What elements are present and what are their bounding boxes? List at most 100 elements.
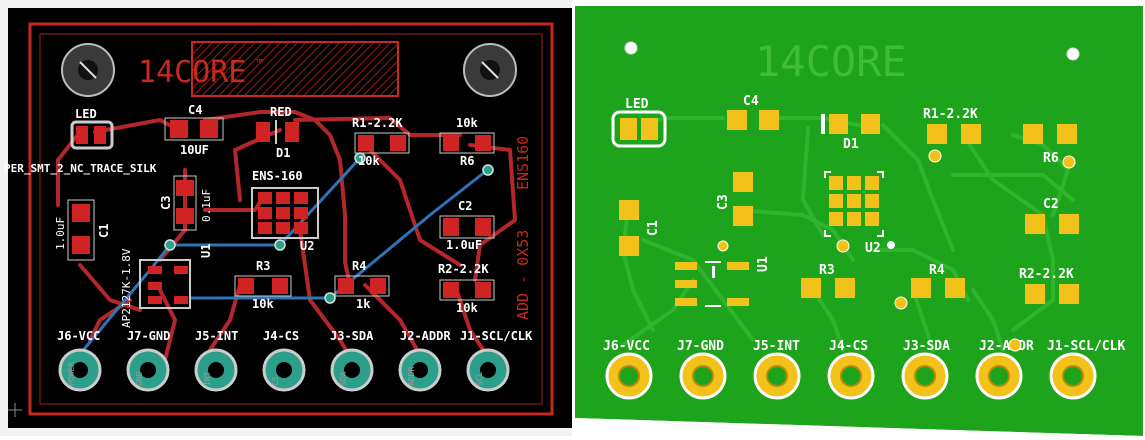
d1-pad [285, 122, 299, 142]
u2-label: U2 [865, 241, 881, 256]
led-label: LED [75, 107, 97, 121]
c3-label: C3 [716, 194, 731, 210]
c3-pad [176, 208, 194, 224]
r6-pad [443, 135, 459, 151]
u1-pad [174, 296, 188, 304]
connector-label-j2: J2-ADDR [979, 339, 1034, 354]
connector-pads [58, 348, 510, 392]
c4-value: 10UF [180, 143, 209, 157]
u2-label: U2 [300, 239, 314, 253]
u1-pad [148, 266, 162, 274]
mounting-hole-right [1066, 47, 1080, 61]
connector-label-j6: J6-VCC [603, 339, 650, 354]
d1-pad [861, 114, 880, 134]
ens-label: ENS-160 [252, 169, 303, 183]
connector-pad-j6 [58, 348, 102, 392]
r2-label: R2-2.2K [1019, 267, 1074, 282]
r4-pad [945, 278, 965, 298]
r1-pad [927, 124, 947, 144]
r6-pad [1023, 124, 1043, 144]
r6-value-top: 10k [456, 116, 478, 130]
r1-pad [390, 135, 406, 151]
mounting-hole-right [463, 43, 517, 97]
r1-pad [358, 135, 374, 151]
via-gold [1062, 155, 1076, 169]
r1-label: R1-2.2K [923, 107, 978, 122]
u1-label: U1 [199, 244, 213, 258]
logo-trademark: ™ [256, 57, 263, 71]
r2-pad [475, 282, 491, 298]
connector-label-j2: J2-ADDR [400, 329, 451, 343]
ens160-footprint [251, 187, 319, 239]
connector-pad-j7 [679, 352, 727, 400]
via-gold [928, 149, 942, 163]
r4-label: R4 [352, 259, 366, 273]
connector-pads [605, 352, 1097, 400]
r3-pad [272, 278, 288, 294]
connector-pad-j4 [827, 352, 875, 400]
mounting-hole-left [624, 41, 638, 55]
u1-footprint [139, 259, 191, 309]
pad-name-power: POWER [67, 362, 76, 386]
r4-value: 1k [356, 297, 371, 311]
connector-label-j4: J4-CS [263, 329, 299, 343]
pad-name-int: INT [203, 371, 212, 386]
d1-cathode-mark [821, 114, 825, 134]
jumper-label: PER_SMT_2_NC_TRACE_SILK [4, 162, 157, 175]
connector-label-j7: J7-GND [677, 339, 724, 354]
d1-pad [829, 114, 848, 134]
c4-label: C4 [743, 94, 759, 109]
hatched-keepout-region [191, 41, 399, 97]
connector-label-j7: J7-GND [127, 329, 170, 343]
ap-label: AP2127K-1.8V [120, 248, 133, 328]
c3-pad [733, 172, 753, 192]
origin-crosshair [8, 403, 22, 417]
c3-pad [733, 206, 753, 226]
c2-label: C2 [1043, 197, 1059, 212]
u2-ens160-footprint [824, 171, 884, 237]
c4-label: C4 [188, 103, 202, 117]
u1-label: U1 [756, 256, 771, 272]
led-pad [94, 126, 106, 144]
c2-pad [1025, 214, 1045, 234]
c1-value: 1.0uF [54, 217, 67, 250]
c2-pad [1059, 214, 1079, 234]
u1-footprint [675, 261, 749, 307]
u1-pad [174, 266, 188, 274]
connector-pad-j1 [1049, 352, 1097, 400]
c1-label: C1 [97, 224, 111, 238]
u1-pad [148, 296, 162, 304]
u1-pad [148, 282, 162, 290]
c4-pad [759, 110, 779, 130]
r3-pad [801, 278, 821, 298]
c4-pad [727, 110, 747, 130]
connector-label-j1: J1-SCL/CLK [1047, 339, 1125, 354]
eagle-layout-view: 14CORE ™ LED C4 10 [0, 0, 572, 436]
c1-pad [72, 204, 90, 222]
r2-pad [1059, 284, 1079, 304]
board-keepout [39, 33, 543, 405]
pad-name-addr: ADDR [407, 367, 416, 386]
connector-label-j5: J5-INT [195, 329, 238, 343]
via-gold [894, 296, 908, 310]
r3-label: R3 [819, 263, 835, 278]
r6-pad [1057, 124, 1077, 144]
connector-label-j5: J5-INT [753, 339, 800, 354]
pad-name-scl: SCL [475, 371, 484, 386]
r3-label: R3 [256, 259, 270, 273]
board-outline [28, 22, 554, 416]
c1-pad [619, 236, 639, 256]
connector-pad-j6 [605, 352, 653, 400]
connector-pad-j5 [194, 348, 238, 392]
r3-pad [238, 278, 254, 294]
connector-label-j3: J3-SDA [330, 329, 374, 343]
rendered-board-view: 14CORE LED C4 D1 R1-2.2K R6 C3 U2 C [573, 0, 1145, 436]
connector-label-j3: J3-SDA [903, 339, 950, 354]
vias [164, 152, 494, 304]
d1-label: D1 [276, 146, 290, 160]
c3-value: 0.1uF [200, 189, 213, 222]
led-label: LED [625, 97, 649, 112]
r2-value: 10k [456, 301, 478, 315]
via-gold [717, 240, 729, 252]
u2-pin1-dot [887, 241, 895, 249]
